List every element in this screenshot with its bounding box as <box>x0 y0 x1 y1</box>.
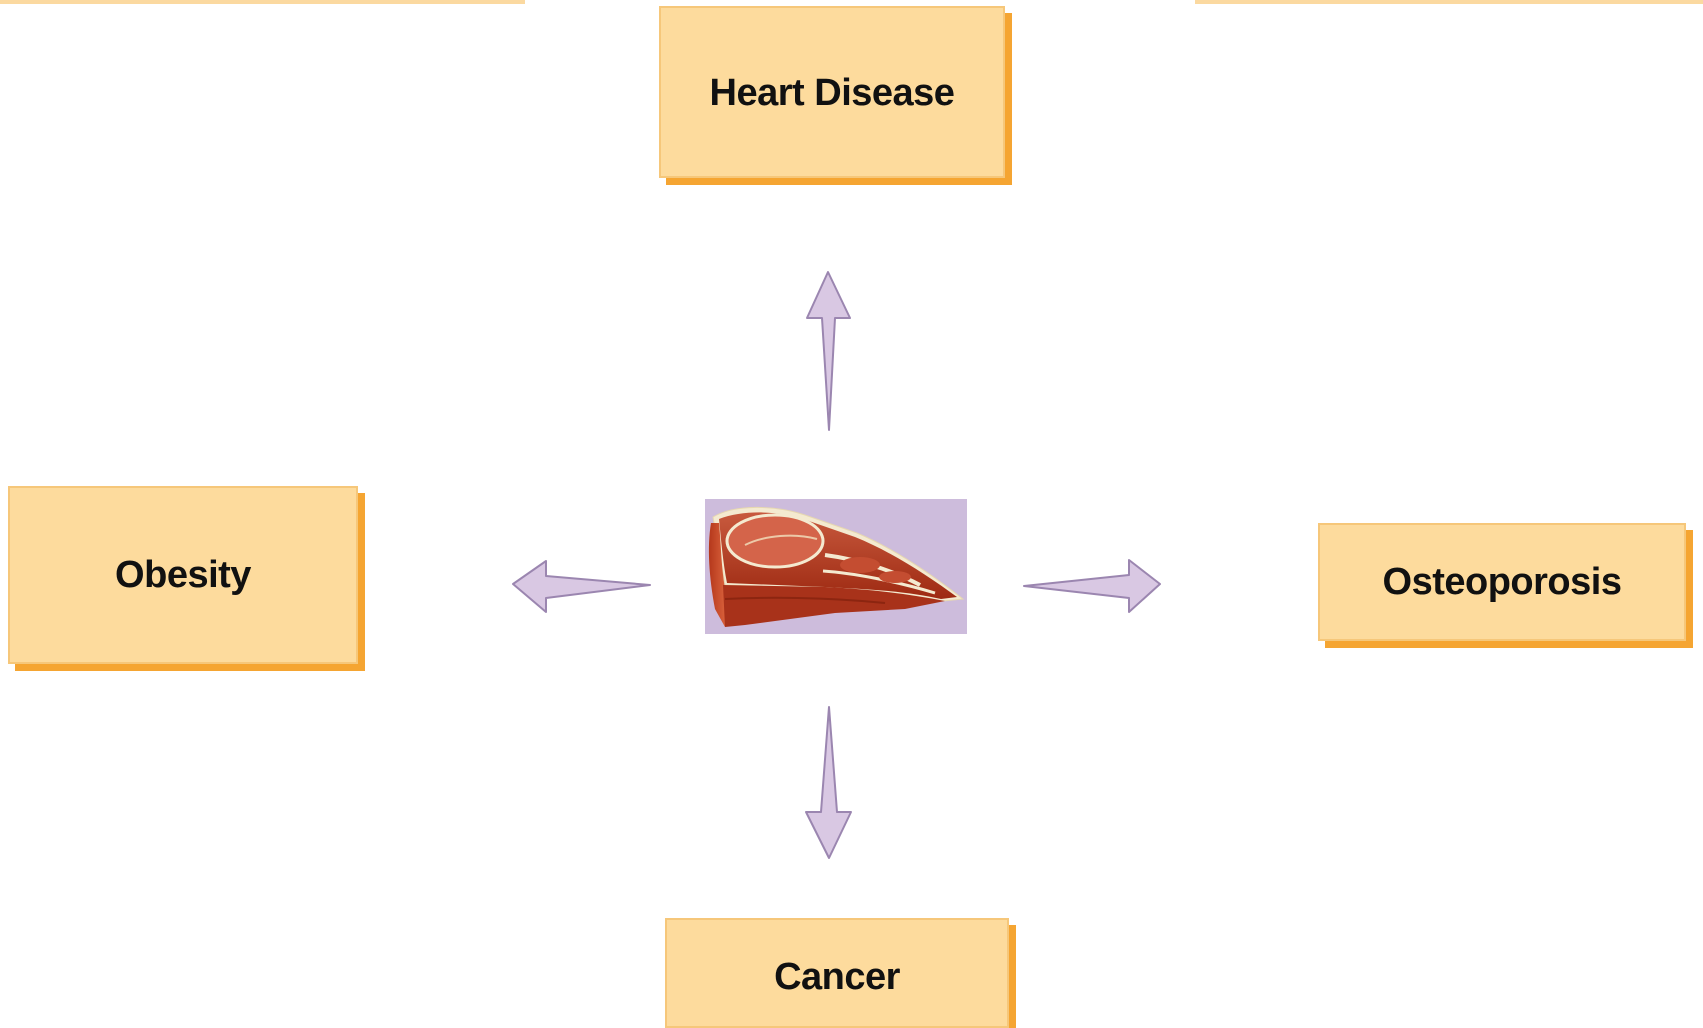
arrow-down-icon <box>806 707 851 858</box>
arrow-left-icon <box>513 561 650 612</box>
arrows-layer <box>0 0 1703 993</box>
arrow-right-icon <box>1024 560 1160 612</box>
meat-icon <box>705 499 967 634</box>
arrow-up-icon <box>807 272 850 430</box>
